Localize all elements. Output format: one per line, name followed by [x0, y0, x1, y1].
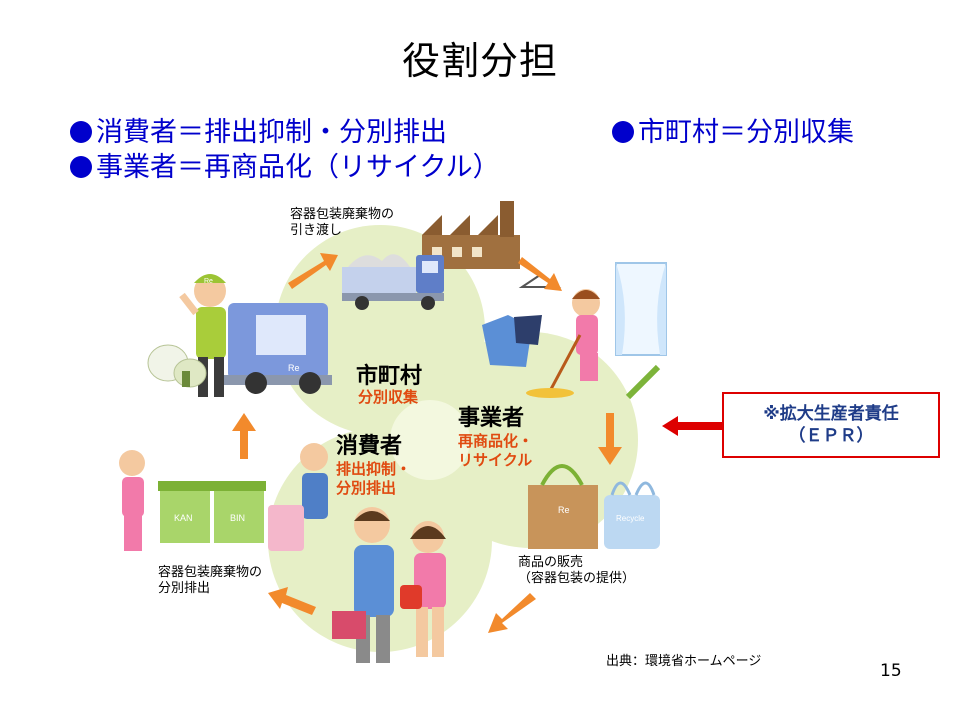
bullet-municipality: 市町村＝分別収集 — [612, 110, 854, 149]
label-sorting: 容器包装廃棄物の分別排出 — [158, 565, 262, 597]
svg-text:BIN: BIN — [230, 513, 245, 523]
municipality-role: 分別収集 — [358, 388, 419, 406]
bullet-business: 事業者＝再商品化（リサイクル） — [70, 145, 500, 184]
garbage-bags-icon — [147, 344, 207, 388]
page-number: 15 — [880, 661, 902, 681]
arrow-to-sorting — [268, 587, 316, 615]
label-sorting-line1: 容器包装廃棄物の — [158, 565, 263, 580]
garbage-truck-icon: Re — [220, 303, 332, 394]
label-sorting-line2: 分別排出 — [158, 581, 211, 596]
pen-icon — [625, 364, 661, 400]
bullet-consumer: 消費者＝排出抑制・分別排出 — [70, 110, 447, 149]
factory-icon — [422, 201, 520, 269]
label-sales-line1: 商品の販売 — [518, 555, 584, 570]
svg-text:Re: Re — [288, 363, 300, 373]
cycle-arrows — [232, 253, 622, 633]
label-handover: 容器包装廃棄物の引き渡し — [290, 207, 394, 239]
svg-text:KAN: KAN — [174, 513, 193, 523]
business-role-line2: リサイクル — [458, 451, 533, 469]
shopping-couple-icon — [332, 507, 446, 663]
epr-line2: （ＥＰＲ） — [788, 426, 874, 446]
recycling-bins-icon: KAN BIN — [158, 481, 266, 543]
bullet-consumer-text: 消費者＝排出抑制・分別排出 — [96, 117, 447, 148]
bullet-dot-icon — [70, 156, 92, 178]
clothes-icon — [482, 273, 562, 367]
recycle-bag-icon: Recycle — [604, 481, 660, 549]
label-sales-line2: （容器包装の提供） — [518, 571, 636, 586]
epr-line1: ※拡大生産者責任 — [763, 404, 899, 424]
bullet-municipality-text: 市町村＝分別収集 — [638, 117, 854, 148]
svg-text:Recycle: Recycle — [616, 514, 645, 523]
man-with-bag-icon — [268, 443, 328, 551]
consumer-role-line1: 排出抑制・ — [336, 460, 412, 478]
arrow-to-homemaker — [518, 257, 562, 291]
collector-person-icon: Re — [179, 274, 226, 397]
dump-truck-icon — [342, 254, 444, 310]
svg-text:Re: Re — [558, 505, 570, 515]
municipality-label: 市町村 — [356, 364, 423, 389]
bullet-business-text: 事業者＝再商品化（リサイクル） — [96, 152, 500, 183]
business-role-line1: 再商品化・ — [458, 432, 534, 450]
arrow-to-business-top — [288, 253, 338, 289]
source-credit: 出典：環境省ホームページ — [606, 654, 762, 669]
epr-callout-box: ※拡大生産者責任 （ＥＰＲ） — [722, 392, 940, 458]
arrow-up-collection — [232, 413, 256, 459]
role-cycle-illustration: Re Re Re — [119, 201, 667, 663]
bullet-dot-icon — [612, 121, 634, 143]
business-label: 事業者 — [458, 406, 525, 431]
consumer-role-line2: 分別排出 — [336, 479, 397, 497]
consumer-label: 消費者 — [336, 434, 403, 459]
bullet-dot-icon — [70, 121, 92, 143]
homemaker-person-icon — [526, 289, 600, 398]
sorting-woman-icon — [119, 450, 145, 551]
label-handover-line1: 容器包装廃棄物の — [290, 207, 395, 222]
page-title: 役割分担 — [401, 39, 558, 83]
label-handover-line2: 引き渡し — [290, 223, 343, 238]
epr-arrow-icon — [662, 416, 724, 436]
shopping-bag-icon: Re — [528, 464, 598, 549]
label-sales: 商品の販売（容器包装の提供） — [518, 555, 635, 587]
svg-text:Re: Re — [204, 278, 213, 285]
window-icon — [615, 262, 667, 356]
consumer-role: 排出抑制・分別排出 — [336, 460, 411, 498]
arrow-to-consumers — [488, 593, 536, 633]
business-role: 再商品化・リサイクル — [458, 432, 533, 470]
arrow-down-business — [598, 413, 622, 465]
